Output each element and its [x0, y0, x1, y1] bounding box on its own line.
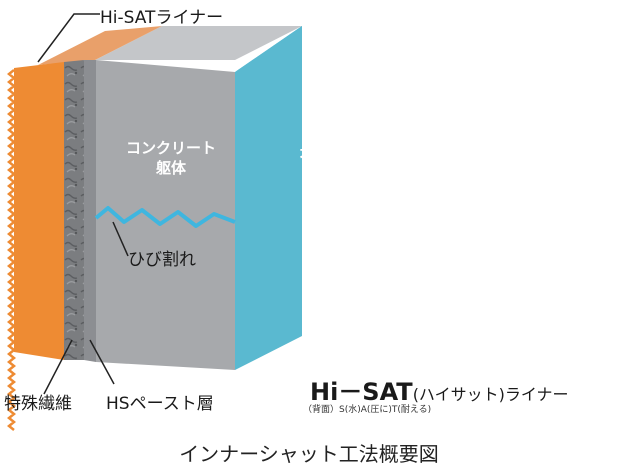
concrete-label-line2: 躯体	[155, 159, 186, 178]
crack-leader	[112, 221, 129, 257]
liner-top-face	[38, 26, 162, 65]
brand-suffix: (ハイサット)ライナー	[412, 385, 569, 404]
liner-layer	[14, 62, 64, 360]
paste-layer	[84, 60, 96, 362]
concrete-body	[96, 60, 235, 370]
concrete-label-line1: コンクリート	[125, 139, 216, 157]
paste-label: HSペースト層	[106, 394, 214, 414]
figure-caption: インナーシャット工法概要図	[179, 442, 439, 466]
fiber-label: 特殊繊維	[4, 394, 72, 414]
fiber-leader	[43, 339, 73, 395]
paste-leader	[89, 339, 115, 385]
concrete-top-face	[95, 26, 302, 60]
brand-title: Hi－SAT(ハイサット)ライナー	[310, 372, 569, 407]
liner-anchor-edge	[6, 69, 17, 431]
liner-callout: Hi-SATライナー	[100, 8, 224, 28]
groundwater-label: 地下水	[300, 144, 349, 163]
crack-line	[94, 206, 236, 228]
fiber-layer	[64, 60, 84, 360]
brand-note: （背面）S(水)A(圧に)T(耐える)	[303, 405, 432, 415]
liner-leader	[37, 13, 100, 63]
crack-label: ひび割れ	[128, 250, 196, 270]
concrete-label: コンクリート 躯体	[112, 138, 230, 179]
groundwater-block	[235, 26, 302, 370]
brand-name: Hi－SAT	[310, 378, 413, 406]
